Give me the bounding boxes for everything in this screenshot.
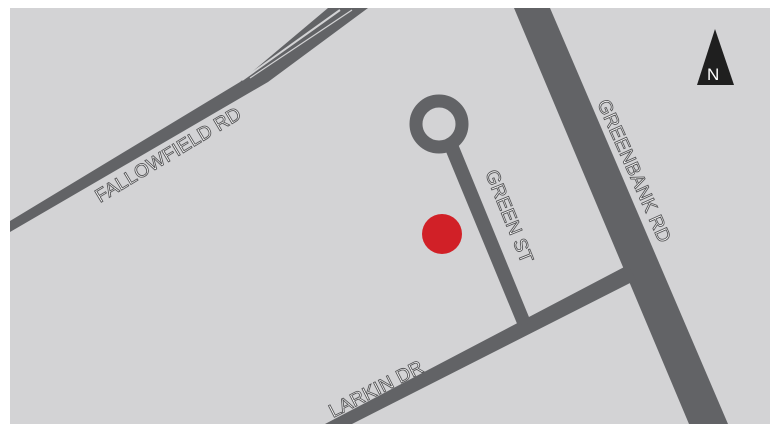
road-greenbank bbox=[514, 8, 728, 424]
north-arrow-icon: N bbox=[697, 29, 734, 85]
road-fallowfield bbox=[10, 8, 368, 232]
location-marker-icon bbox=[422, 214, 462, 254]
north-arrow-label: N bbox=[707, 65, 719, 84]
road-green-st bbox=[409, 94, 531, 326]
road-larkin bbox=[325, 265, 636, 424]
land-area bbox=[10, 8, 770, 424]
